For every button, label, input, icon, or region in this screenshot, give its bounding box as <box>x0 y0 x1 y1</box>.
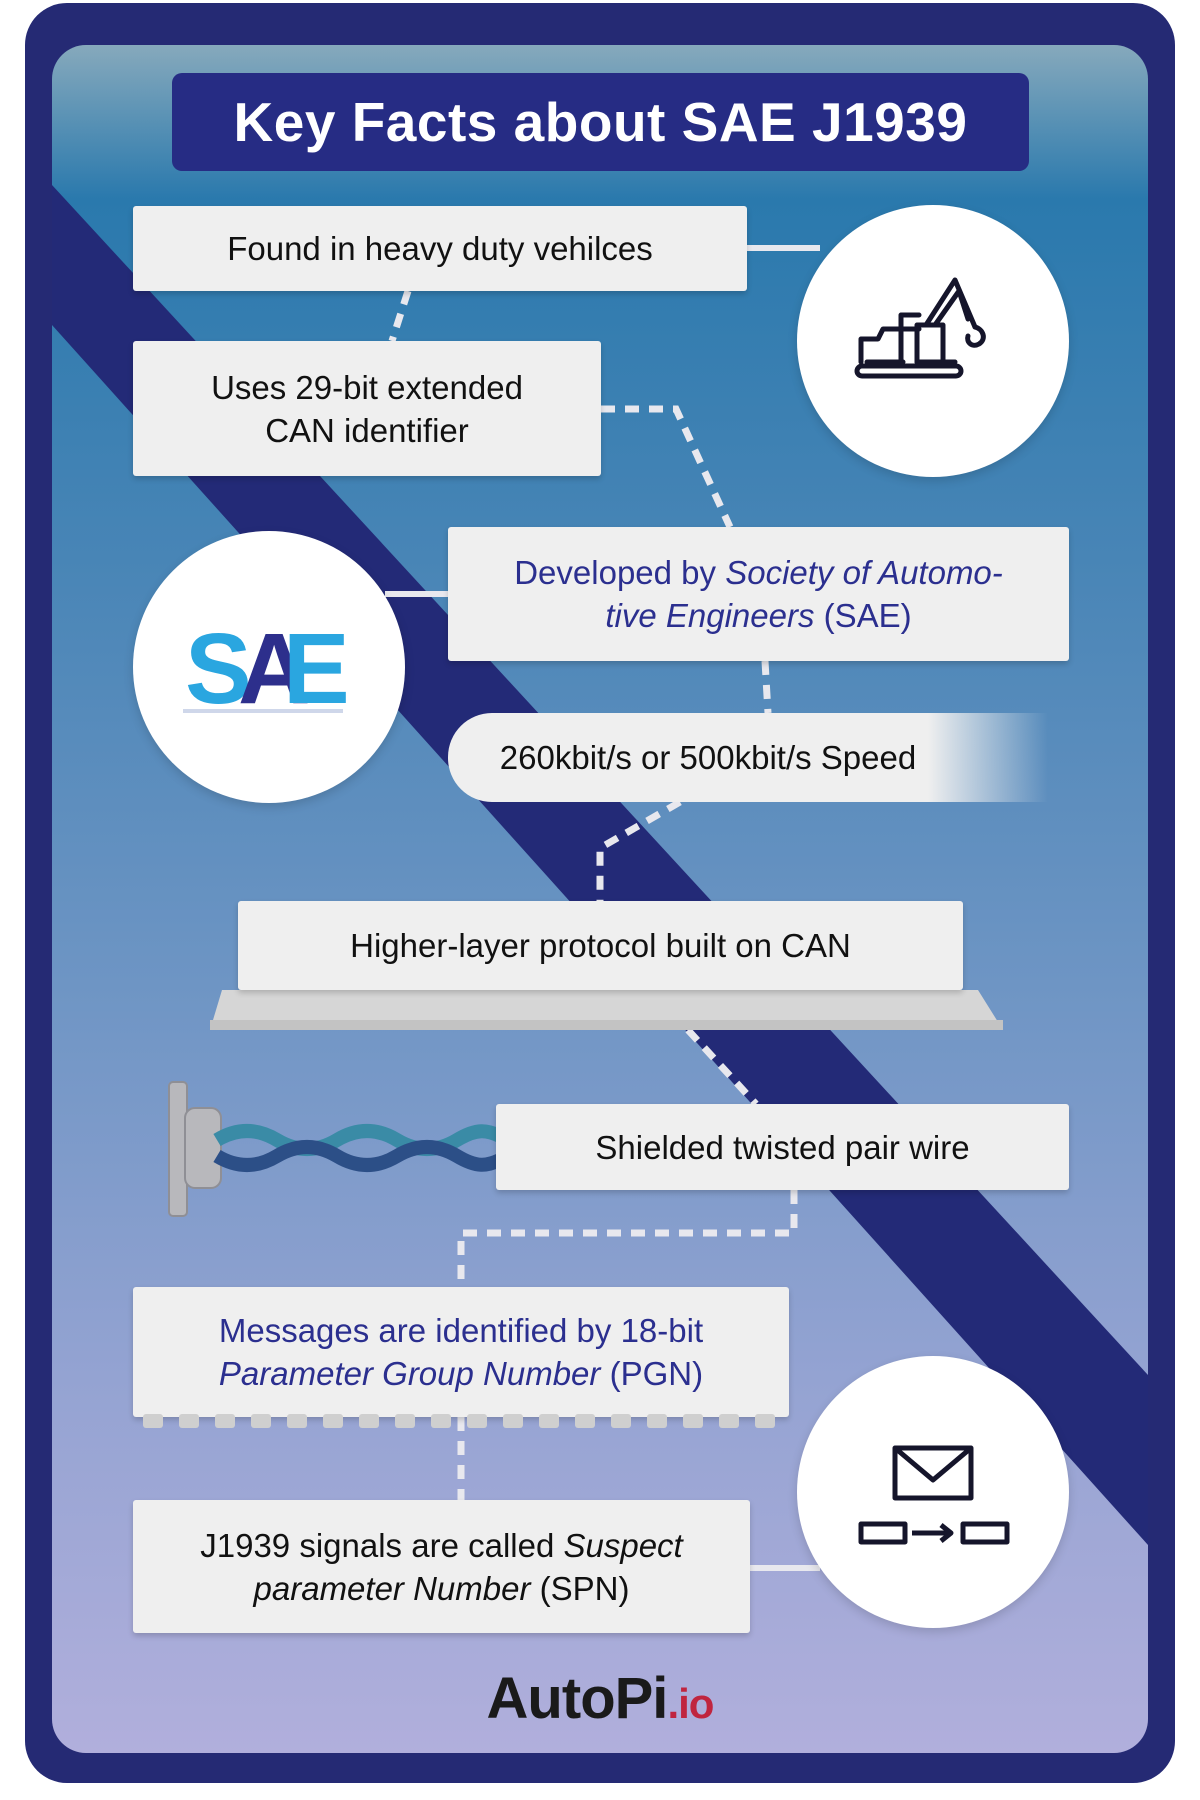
fact-higher-layer-text: Higher-layer protocol built on CAN <box>350 927 851 964</box>
fact-spn-italic-2: parameter Number <box>253 1569 531 1607</box>
fact-twisted-pair-text: Shielded twisted pair wire <box>595 1128 970 1166</box>
sae-logo-badge: S A E <box>133 531 405 803</box>
connector-dashed-2 <box>601 405 734 529</box>
title-banner: Key Facts about SAE J1939 <box>172 73 1029 171</box>
logo-part-o: o <box>580 1666 615 1731</box>
fact-higher-layer: Higher-layer protocol built on CAN <box>238 901 963 990</box>
fact-speed: 260kbit/s or 500kbit/s Speed <box>448 713 1048 802</box>
logo-part-1: Aut <box>486 1666 582 1731</box>
connector-dashed-4 <box>596 798 682 901</box>
fact-developed-by-org-2: tive Engineers <box>605 597 815 634</box>
fact-pgn: Messages are identified by 18-bit Parame… <box>133 1287 789 1417</box>
fact-twisted-pair: Shielded twisted pair wire <box>496 1104 1069 1190</box>
excavator-badge <box>797 205 1069 477</box>
sae-logo: S A E <box>183 613 350 725</box>
fact-developed-by: Developed by Society of Automo- tive Eng… <box>448 527 1069 661</box>
fact-developed-by-suffix: (SAE) <box>814 597 912 634</box>
message-envelope-icon <box>858 1445 1010 1545</box>
connector-dashed-3 <box>761 660 772 714</box>
svg-text:E: E <box>283 613 350 725</box>
fact-29-bit: Uses 29-bit extended CAN identifier <box>133 341 601 476</box>
fact-heavy-duty-text: Found in heavy duty vehilces <box>227 230 653 267</box>
fact-speed-text: 260kbit/s or 500kbit/s Speed <box>499 739 917 776</box>
connector-dashed-6 <box>457 1190 798 1287</box>
connector-dashed-1 <box>388 289 412 343</box>
brand-footer: AutoPi.io <box>0 1665 1200 1732</box>
logo-part-2: Pi <box>614 1666 669 1731</box>
fact-developed-by-org-1: Society of Automo- <box>725 554 1003 591</box>
excavator-icon <box>854 277 986 379</box>
fact-heavy-duty: Found in heavy duty vehilces <box>133 206 747 291</box>
fact-pgn-suffix: (PGN) <box>600 1355 704 1392</box>
fact-29-bit-line1: Uses 29-bit extended <box>211 368 523 406</box>
fact-spn-prefix: J1939 signals are called <box>200 1526 564 1564</box>
fact-spn-suffix: (SPN) <box>530 1569 630 1607</box>
fact-pgn-line1: Messages are identified by 18-bit <box>218 1312 704 1349</box>
message-badge <box>797 1356 1069 1628</box>
autopi-logo: AutoPi.io <box>486 1665 715 1732</box>
fact-developed-by-prefix: Developed by <box>514 554 726 591</box>
fact-spn-italic-1: Suspect <box>563 1526 683 1564</box>
fact-pgn-italic: Parameter Group Number <box>218 1355 601 1392</box>
pgn-perforation <box>143 1414 775 1428</box>
logo-suffix: .io <box>667 1680 714 1727</box>
twisted-pair-cable-icon <box>168 1081 503 1217</box>
page-title: Key Facts about SAE J1939 <box>233 91 968 153</box>
fact-29-bit-line2: CAN identifier <box>265 411 469 449</box>
connector-dashed-5 <box>685 1027 759 1107</box>
fact-spn: J1939 signals are called Suspect paramet… <box>133 1500 750 1633</box>
